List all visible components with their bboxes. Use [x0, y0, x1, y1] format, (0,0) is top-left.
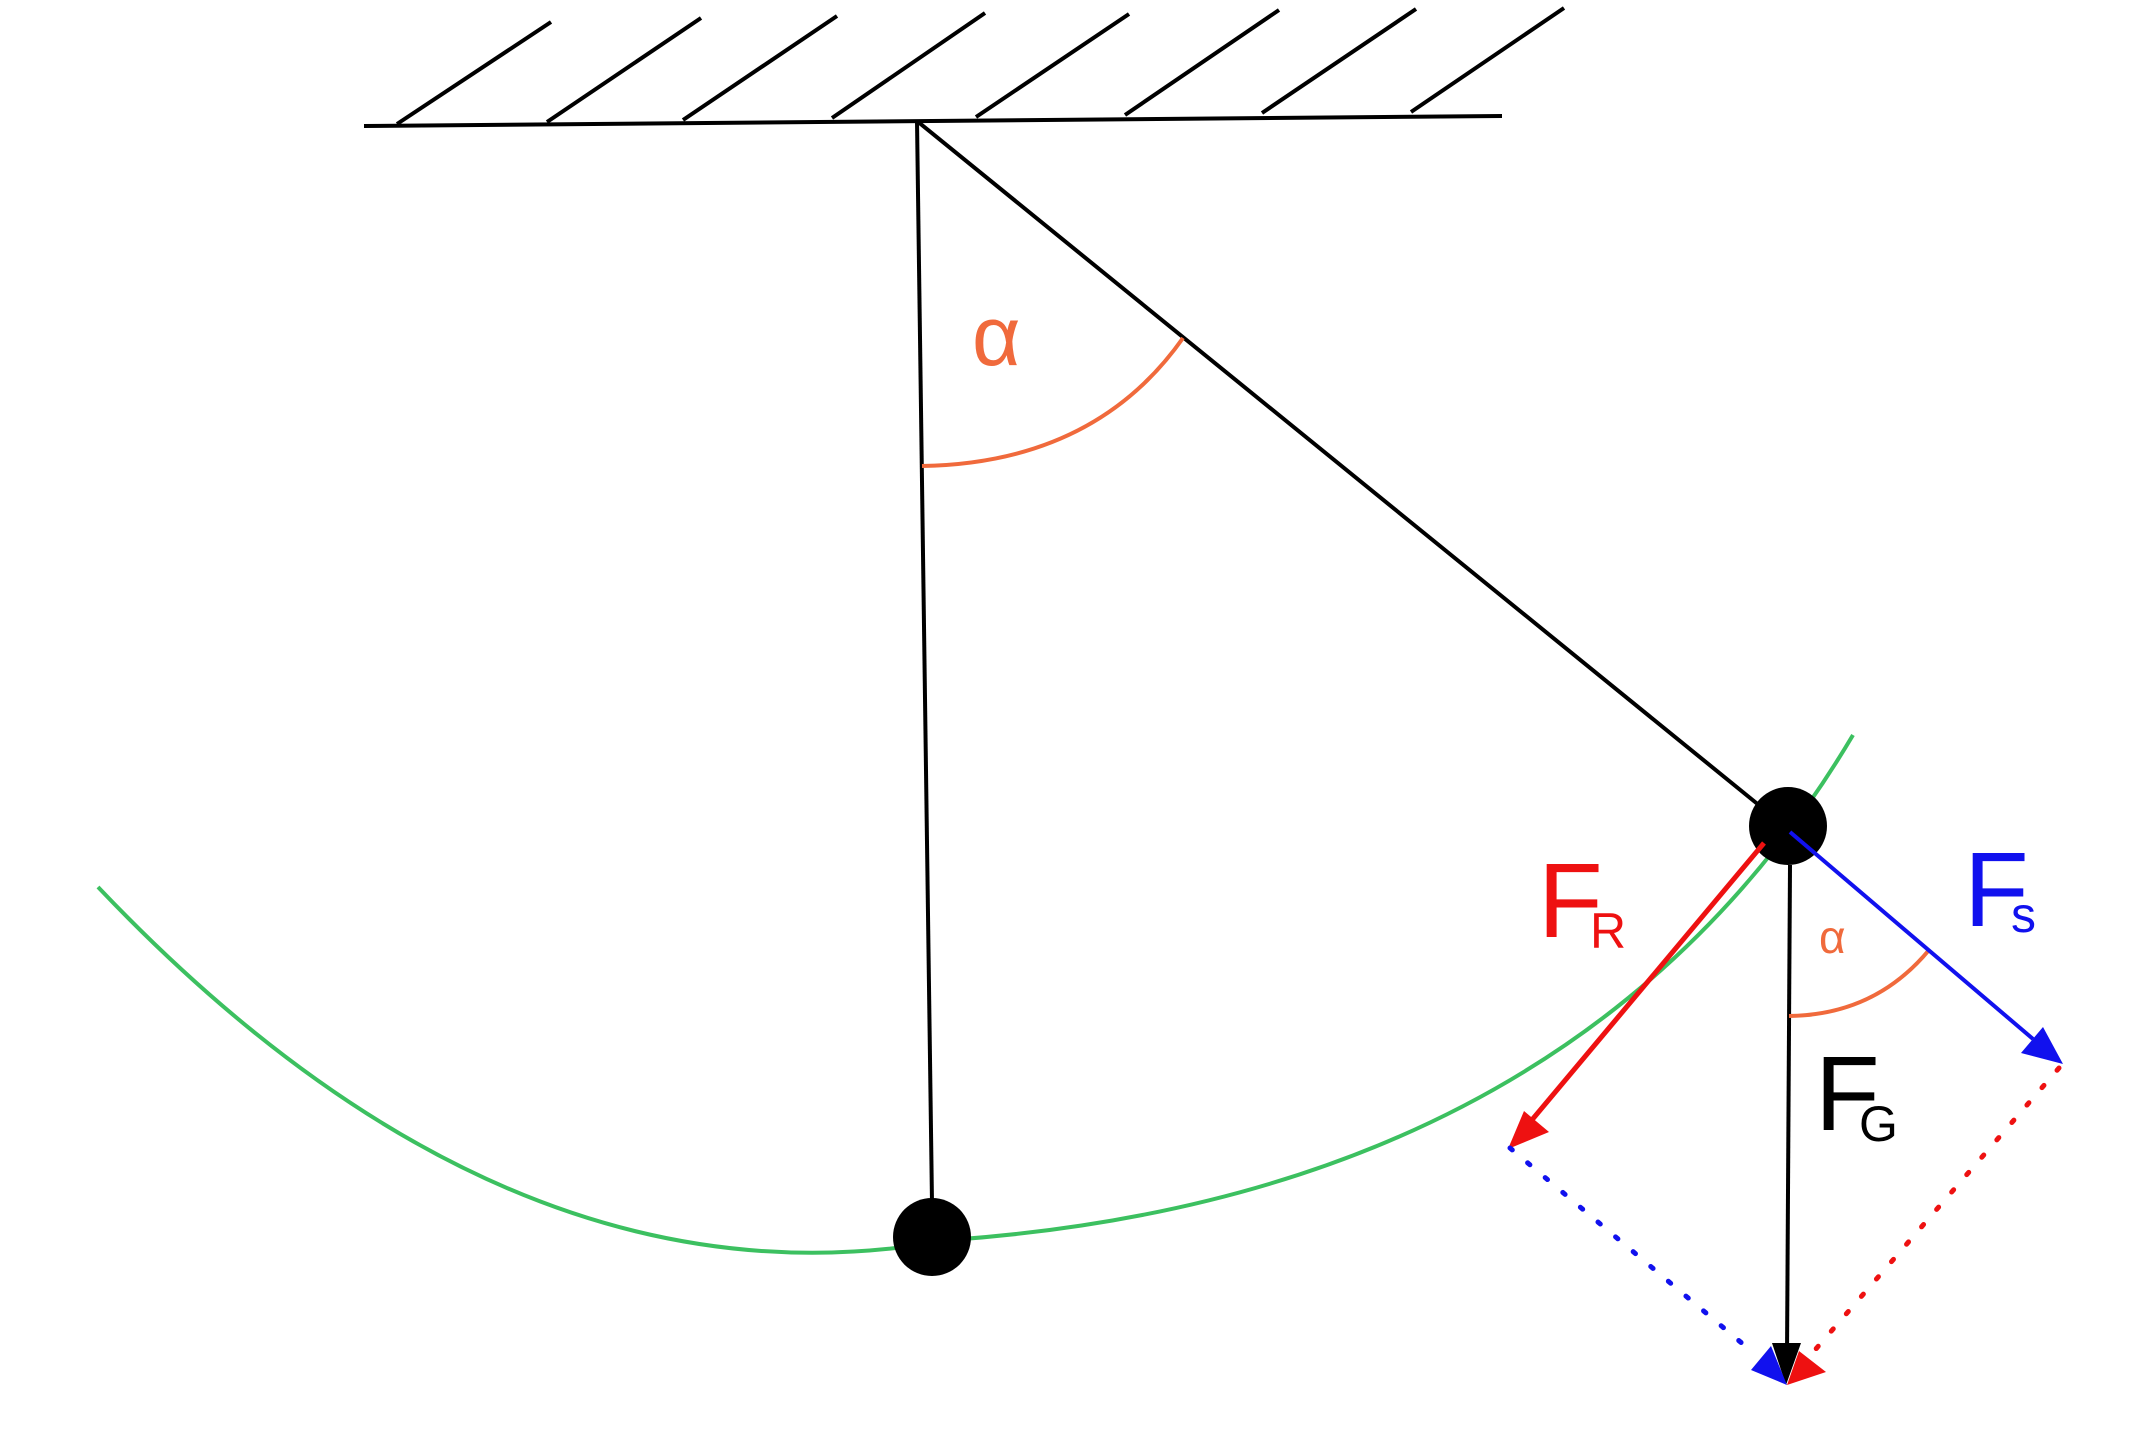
- ceiling: [363, 6, 1566, 128]
- hatch-mark: [1123, 8, 1281, 117]
- fs-label-main: F: [1964, 831, 2029, 949]
- hatch-mark: [1409, 6, 1566, 114]
- fs-arrowhead: [2021, 1027, 2063, 1064]
- fg-label-sub: G: [1859, 1096, 1898, 1152]
- angle-arc-bob: [1788, 948, 1931, 1018]
- force-fg-arrow: [1772, 864, 1801, 1385]
- dotted-fr-copy: [1812, 1065, 2062, 1353]
- fr-shaft: [1524, 841, 1766, 1129]
- fg-arrowhead: [1772, 1343, 1801, 1385]
- ceiling-line: [363, 114, 1503, 128]
- label-fs: F s: [1964, 831, 2036, 949]
- fs-copy-arrowhead: [1751, 1346, 1787, 1385]
- hatch-mark: [681, 14, 839, 122]
- label-fr: F R: [1538, 842, 1626, 960]
- fs-label-sub: s: [2011, 887, 2036, 943]
- label-fg: F G: [1815, 1035, 1898, 1153]
- hatch-mark: [1260, 7, 1418, 115]
- hatch-mark: [395, 20, 553, 126]
- swing-path-arc: [96, 733, 1855, 1255]
- alpha-label-bob: α: [1819, 911, 1846, 963]
- fr-label-main: F: [1538, 842, 1603, 960]
- hatch-mark: [545, 16, 703, 124]
- pendulum-bob-rest: [893, 1198, 971, 1276]
- fg-shaft: [1785, 864, 1792, 1356]
- fr-label-sub: R: [1590, 903, 1626, 959]
- hatch-mark: [830, 11, 987, 120]
- fs-shaft: [1788, 830, 2035, 1041]
- dotted-fs-copy: [1507, 1145, 1753, 1353]
- force-fs-arrow: [1788, 830, 2063, 1064]
- fr-arrowhead: [1508, 1111, 1549, 1149]
- angle-arc-pivot: [921, 336, 1185, 468]
- vertical-string: [915, 120, 934, 1204]
- deflected-string: [915, 119, 1762, 808]
- fr-copy-arrowhead: [1787, 1351, 1826, 1385]
- ceiling-hatching: [395, 6, 1566, 126]
- fg-label-main: F: [1815, 1035, 1880, 1153]
- hatch-mark: [974, 12, 1131, 119]
- force-fr-arrow: [1508, 841, 1766, 1149]
- alpha-label-pivot: α: [972, 289, 1021, 383]
